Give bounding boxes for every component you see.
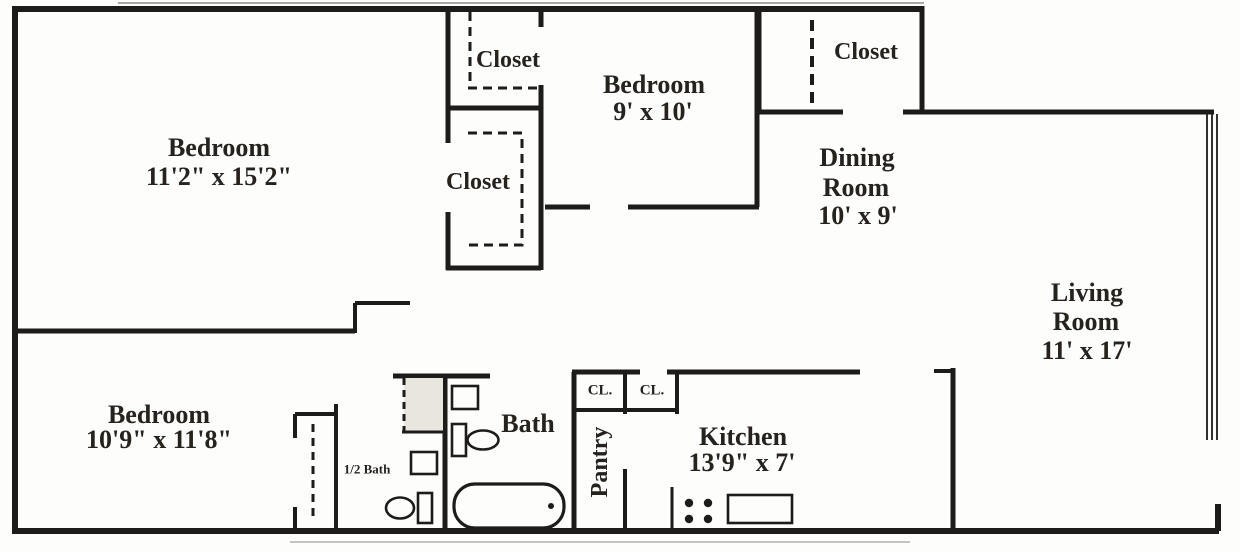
closet-upper-label: Closet — [476, 47, 540, 73]
bath-toilet-tank — [450, 422, 468, 458]
bedroom-bottom-dims: 10'9" x 11'8" — [86, 425, 232, 454]
bath-label: Bath — [501, 409, 555, 438]
dining-room-label-1: Dining — [819, 143, 895, 172]
dining-room-dims: 10' x 9' — [818, 201, 898, 230]
half-bath-label: 1/2 Bath — [343, 461, 391, 477]
bathtub-fixture — [452, 482, 566, 530]
dining-room-label-2: Room — [822, 173, 890, 202]
kitchen-dims: 13'9" x 7' — [688, 448, 796, 477]
shower-fixture — [404, 378, 443, 432]
half-bath-sink-fixture — [409, 450, 439, 476]
closet-lower-label: Closet — [446, 169, 510, 195]
bedroom-middle-dims: 9' x 10' — [613, 97, 693, 126]
half-bath-toilet-tank — [416, 491, 434, 525]
closet-small-right-label: CL. — [639, 382, 665, 399]
living-room-label-2: Room — [1052, 307, 1120, 336]
bedroom-middle-label: Bedroom — [602, 70, 706, 99]
kitchen-sink-fixture — [726, 493, 794, 525]
pantry-label: Pantry — [587, 426, 613, 498]
half-bath-toilet-bowl — [384, 496, 416, 520]
bedroom-left-dims: 11'2" x 15'2" — [146, 162, 292, 191]
stove-burners-fixture — [684, 498, 713, 524]
bath-sink-fixture — [450, 384, 480, 411]
bedroom-left-label: Bedroom — [167, 133, 271, 162]
bath-toilet-bowl — [466, 429, 500, 451]
closet-lower-door-dashed — [468, 131, 524, 247]
living-room-label-1: Living — [1050, 278, 1124, 307]
kitchen-label: Kitchen — [698, 422, 788, 451]
closet-top-right-label: Closet — [834, 39, 898, 65]
closet-small-left-label: CL. — [587, 382, 613, 399]
bedroom-bottom-label: Bedroom — [107, 400, 211, 429]
bathtub-drain — [548, 503, 554, 509]
living-room-dims: 11' x 17' — [1041, 336, 1133, 365]
